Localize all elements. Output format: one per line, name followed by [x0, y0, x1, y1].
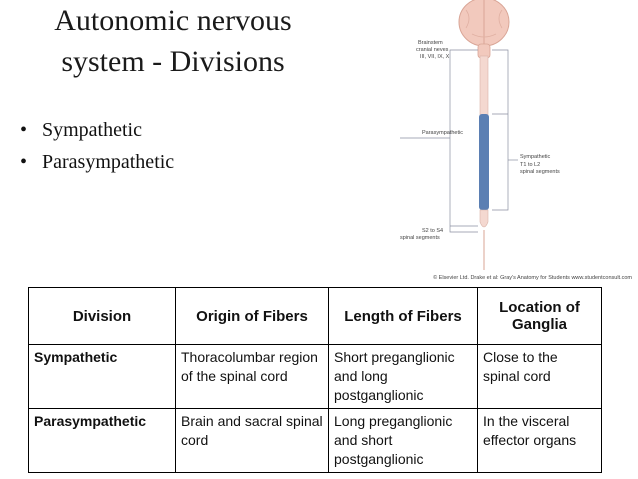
slide-title-line-1: Autonomic nervous	[54, 4, 292, 37]
leader-lines	[400, 49, 518, 233]
cell-division: Parasympathetic	[28, 408, 176, 473]
bullet-list: Sympathetic Parasympathetic	[20, 114, 174, 178]
table-row: Sympathetic Thoracolumbar region of the …	[28, 344, 602, 409]
label-brainstem-3: III, VII, IX, X	[420, 54, 450, 60]
table-row: Parasympathetic Brain and sacral spinal …	[28, 408, 602, 473]
header-length: Length of Fibers	[328, 287, 478, 345]
spinal-cord	[479, 55, 489, 270]
header-division: Division	[28, 287, 176, 345]
label-sympathetic: Sympathetic	[520, 154, 551, 160]
brain-illustration	[458, 0, 510, 59]
slide-title: Autonomic nervous system - Divisions	[8, 0, 338, 82]
divisions-table: Division Origin of Fibers Length of Fibe…	[28, 287, 602, 473]
sympathetic-segment	[479, 114, 489, 210]
slide-title-line-2: system - Divisions	[61, 45, 285, 78]
table-header-row: Division Origin of Fibers Length of Fibe…	[28, 287, 602, 345]
label-sacral-segments: spinal segments	[400, 235, 440, 241]
cell-division: Sympathetic	[28, 344, 176, 409]
cell-location: In the visceral effector organs	[477, 408, 602, 473]
cell-origin: Thoracolumbar region of the spinal cord	[175, 344, 329, 409]
spinal-cord-diagram: Brainstem cranial neves III, VII, IX, X …	[400, 0, 560, 270]
figure-copyright: © Elsevier Ltd. Drake et al: Gray's Anat…	[433, 275, 632, 281]
label-sympathetic-range: T1 to L2	[520, 162, 540, 168]
cell-length: Long preganglionic and short postganglio…	[328, 408, 478, 473]
label-sacral-range: S2 to S4	[422, 228, 443, 234]
label-sympathetic-segments: spinal segments	[520, 169, 560, 175]
bullet-parasympathetic: Parasympathetic	[20, 146, 174, 178]
header-origin: Origin of Fibers	[175, 287, 329, 345]
label-brainstem-2: cranial neves	[416, 47, 449, 53]
cell-length: Short preganglionic and long postganglio…	[328, 344, 478, 409]
cell-origin: Brain and sacral spinal cord	[175, 408, 329, 473]
spinal-cord-figure: Brainstem cranial neves III, VII, IX, X …	[380, 0, 638, 282]
label-parasympathetic: Parasympathetic	[422, 130, 463, 136]
cell-location: Close to the spinal cord	[477, 344, 602, 409]
header-location: Location of Ganglia	[477, 287, 602, 345]
label-brainstem-1: Brainstem	[418, 40, 443, 46]
bullet-sympathetic: Sympathetic	[20, 114, 174, 146]
